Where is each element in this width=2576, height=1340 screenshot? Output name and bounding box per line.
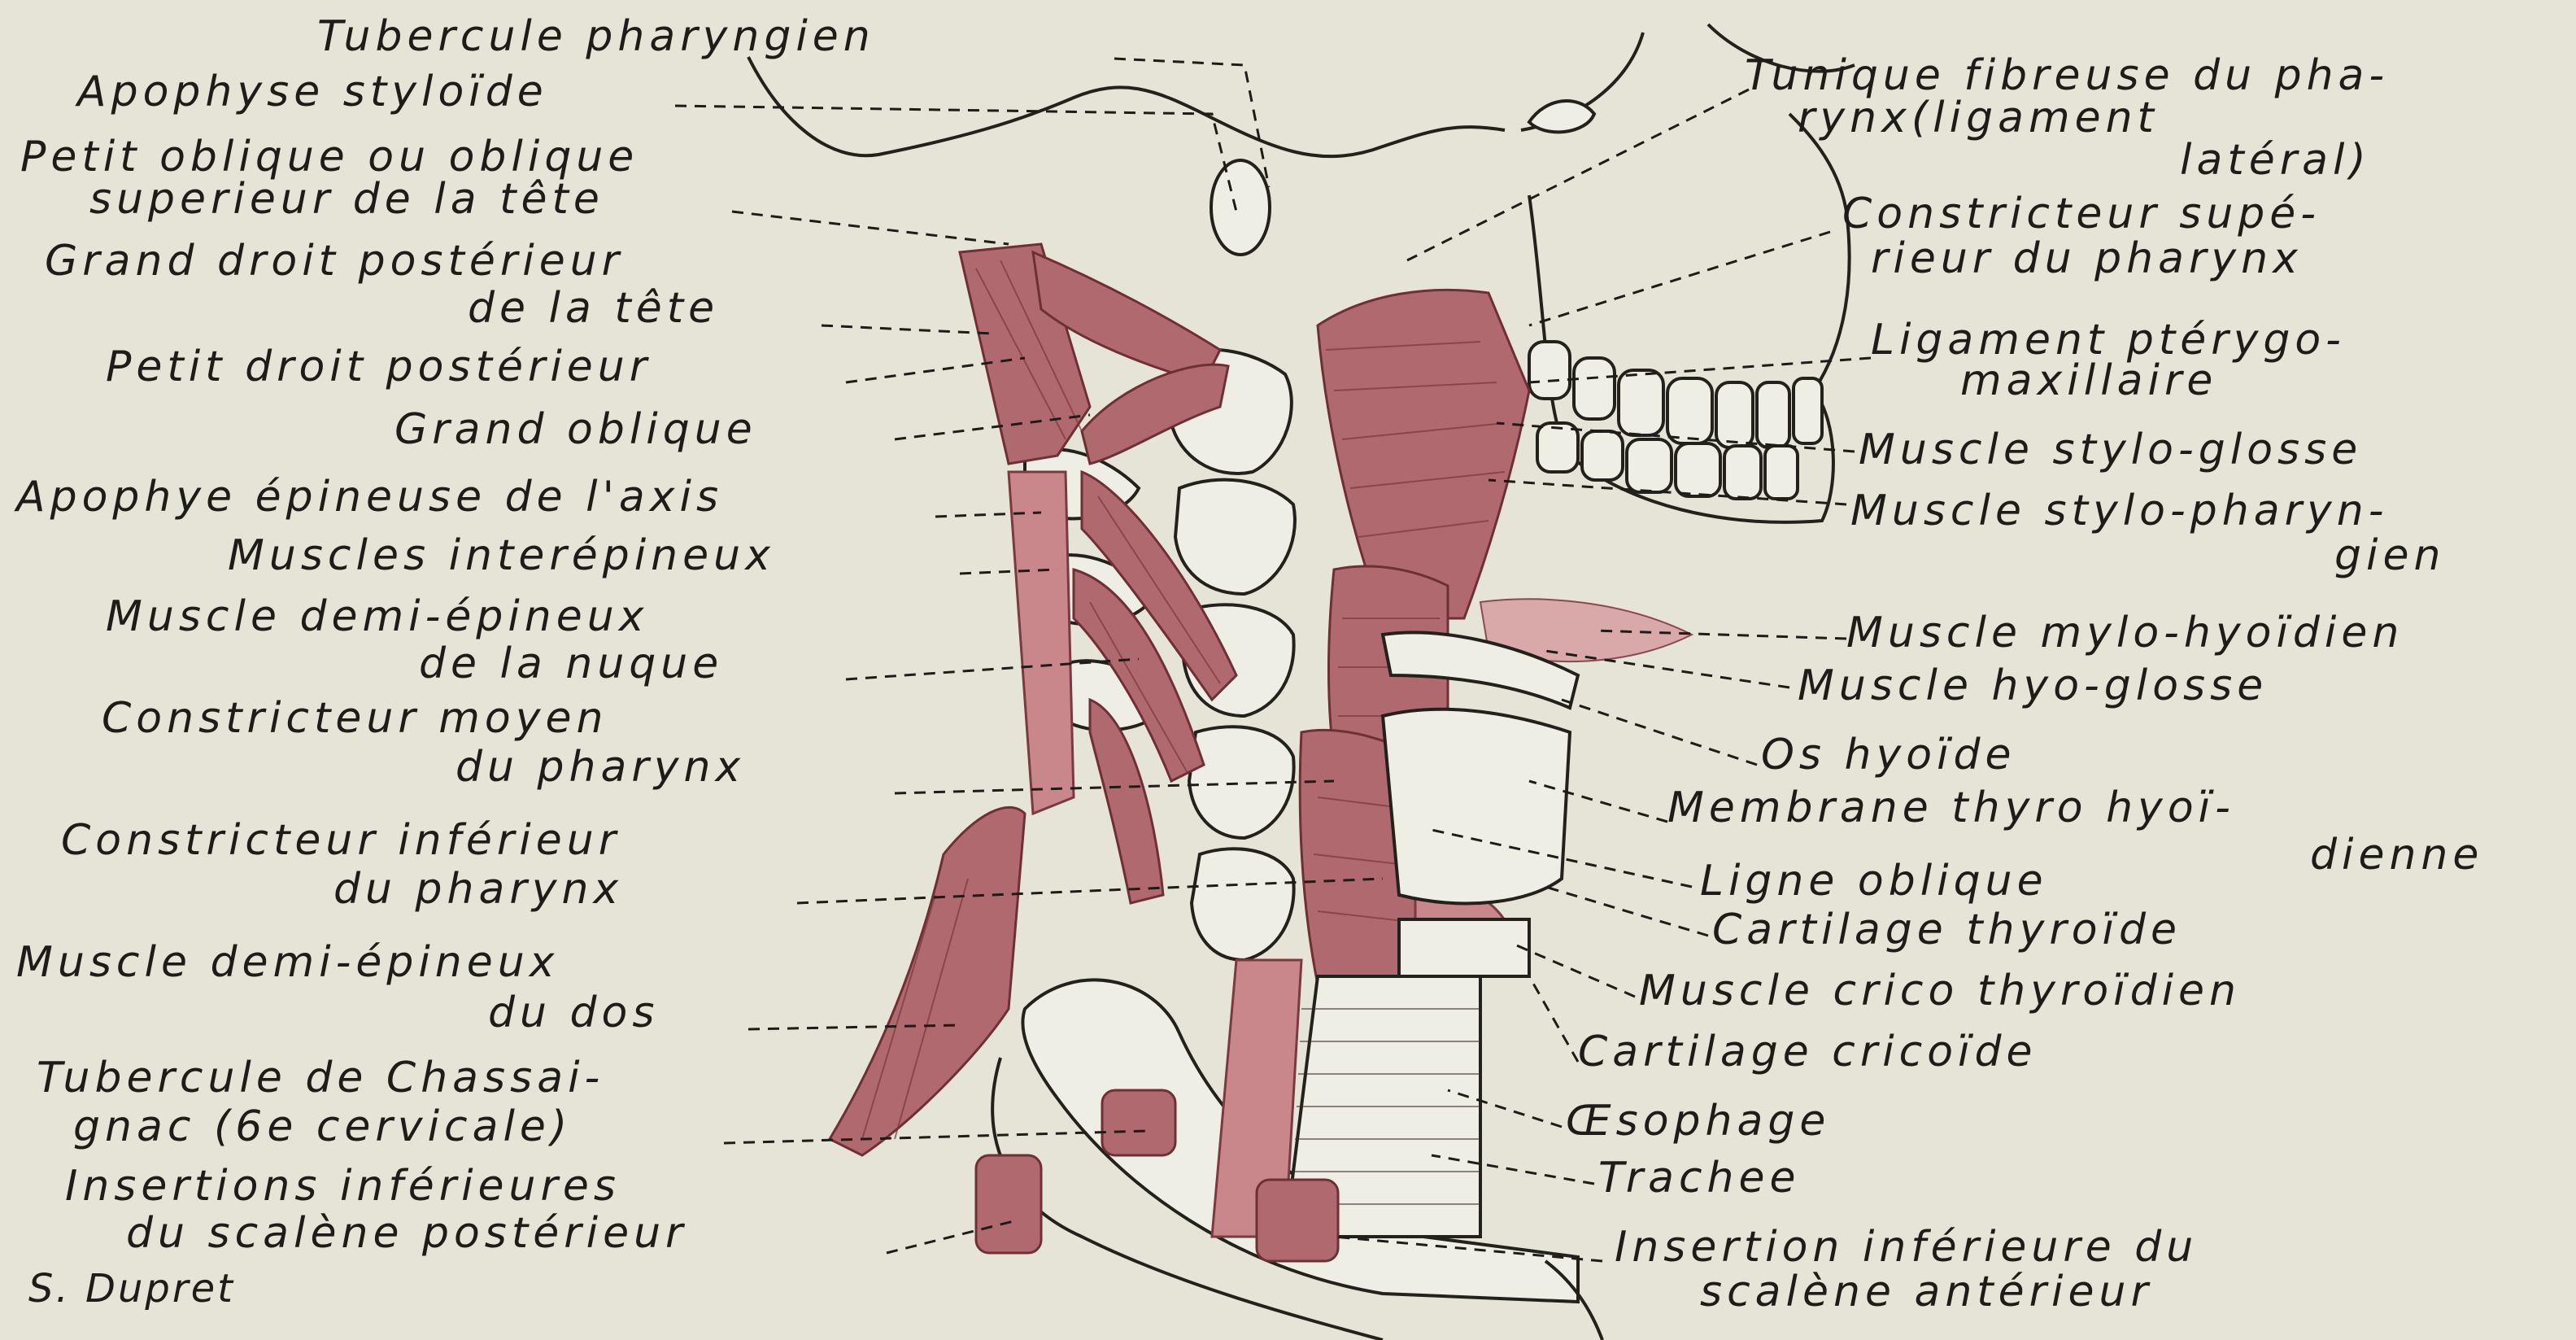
label-oesophage: Œsophage [1566,1097,1830,1146]
label-petit-oblique: Petit oblique ou oblique superieur de la… [20,133,657,224]
label-demi-epineux-nuque: Muscle demi-épineux de la nuque [106,592,723,688]
label-mylo-hyoidien: Muscle mylo-hyoïdien [1846,609,2404,657]
label-cartilage-cricoide: Cartilage cricoïde [1578,1028,2038,1076]
label-insertions-scalene-posterieur: Insertions inférieures du scalène postér… [65,1162,687,1258]
label-os-hyoide: Os hyoïde [1761,731,2016,779]
artist-signature: S. Dupret [28,1266,235,1312]
teeth [1529,342,1822,499]
label-hyo-glosse: Muscle hyo-glosse [1798,661,2268,710]
label-grand-oblique: Grand oblique [394,405,757,454]
label-tubercule-chassaignac: Tubercule de Chassai- gnac (6e cervicale… [37,1054,623,1151]
label-crico-thyroidien: Muscle crico thyroïdien [1639,967,2241,1015]
label-constricteur-inferieur: Constricteur inférieur du pharynx [61,816,639,914]
label-trachee: Trachee [1598,1154,1801,1203]
label-apophyse-epineuse-axis: Apophye épineuse de l'axis [14,473,723,522]
scalene-stump-3 [1257,1180,1338,1261]
interepineux-muscles [1009,472,1074,814]
cartilage-cricoide-shape [1399,919,1529,976]
label-constricteur-moyen: Constricteur moyen du pharynx [102,694,745,792]
right-labels: Tunique fibreuse du pha- rynx(ligament l… [1566,51,2483,1316]
label-cartilage-thyroide: Cartilage thyroïde [1712,906,2182,954]
label-apophyse-styloide: Apophyse styloïde [75,68,548,116]
label-muscles-interepineux: Muscles interépineux [228,531,775,580]
label-tunique-fibreuse: Tunique fibreuse du pha- rynx(ligament l… [1745,51,2408,185]
label-insertion-scalene-anterieur: Insertion inférieure du scalène antérieu… [1615,1223,2216,1316]
label-stylo-pharyngien: Muscle stylo-pharyn- gien [1850,487,2445,580]
label-ligne-oblique: Ligne oblique [1700,857,2048,906]
cartilage-thyroide-shape [1383,709,1570,904]
occiput-outline [748,57,1505,156]
label-tubercule-pharyngien: Tubercule pharyngien [317,12,875,61]
occipital-condyle [1211,160,1270,255]
mastoid-process [1529,101,1594,132]
demi-epineux-dos-muscle [830,807,1025,1155]
scalene-stump-1 [1102,1090,1175,1155]
scalene-stump-2 [976,1155,1041,1253]
label-grand-droit-posterieur: Grand droit postérieur de la tête [45,237,719,333]
label-petit-droit-posterieur: Petit droit postérieur [106,343,652,391]
label-demi-epineux-dos: Muscle demi-épineux du dos [16,938,659,1037]
label-constricteur-superieur: Constricteur supé- rieur du pharynx [1842,190,2339,283]
label-stylo-glosse: Muscle stylo-glosse [1859,426,2362,474]
left-labels: Tubercule pharyngien Apophyse styloïde P… [14,12,875,1312]
label-ligament-pterygo: Ligament ptérygo- maxillaire [1871,316,2364,405]
